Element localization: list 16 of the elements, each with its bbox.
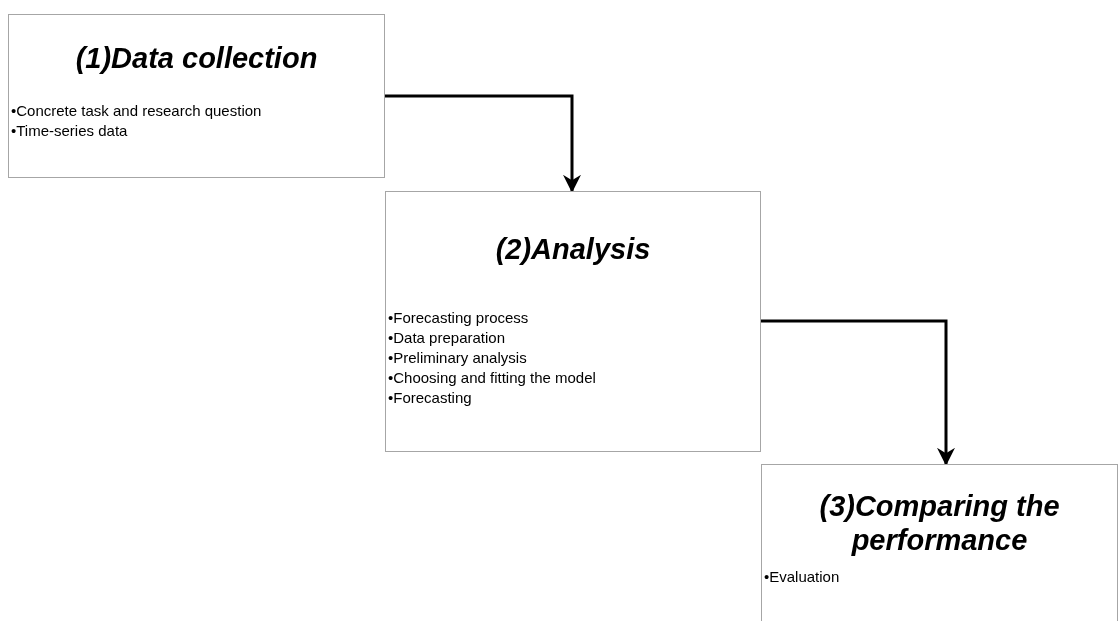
bullet-item: •Time-series data [11,121,129,141]
box-heading: (3)Comparing the performance [818,489,1061,557]
process-box [8,14,385,178]
bullet-item: •Choosing and fitting the model [388,368,597,388]
bullet-item: •Forecasting [388,388,473,408]
bullet-item: •Data preparation [388,328,506,348]
bullet-item: •Preliminary analysis [388,348,528,368]
box-heading: (2)Analysis [494,232,652,266]
bullet-item: •Concrete task and research question [11,101,263,121]
arrow [385,94,581,193]
arrow [761,319,955,466]
bullet-item: •Evaluation [764,567,841,587]
process-box [385,191,761,452]
box-heading: (1)Data collection [74,41,319,75]
bullet-item: •Forecasting process [388,308,530,328]
process-box [761,464,1118,621]
